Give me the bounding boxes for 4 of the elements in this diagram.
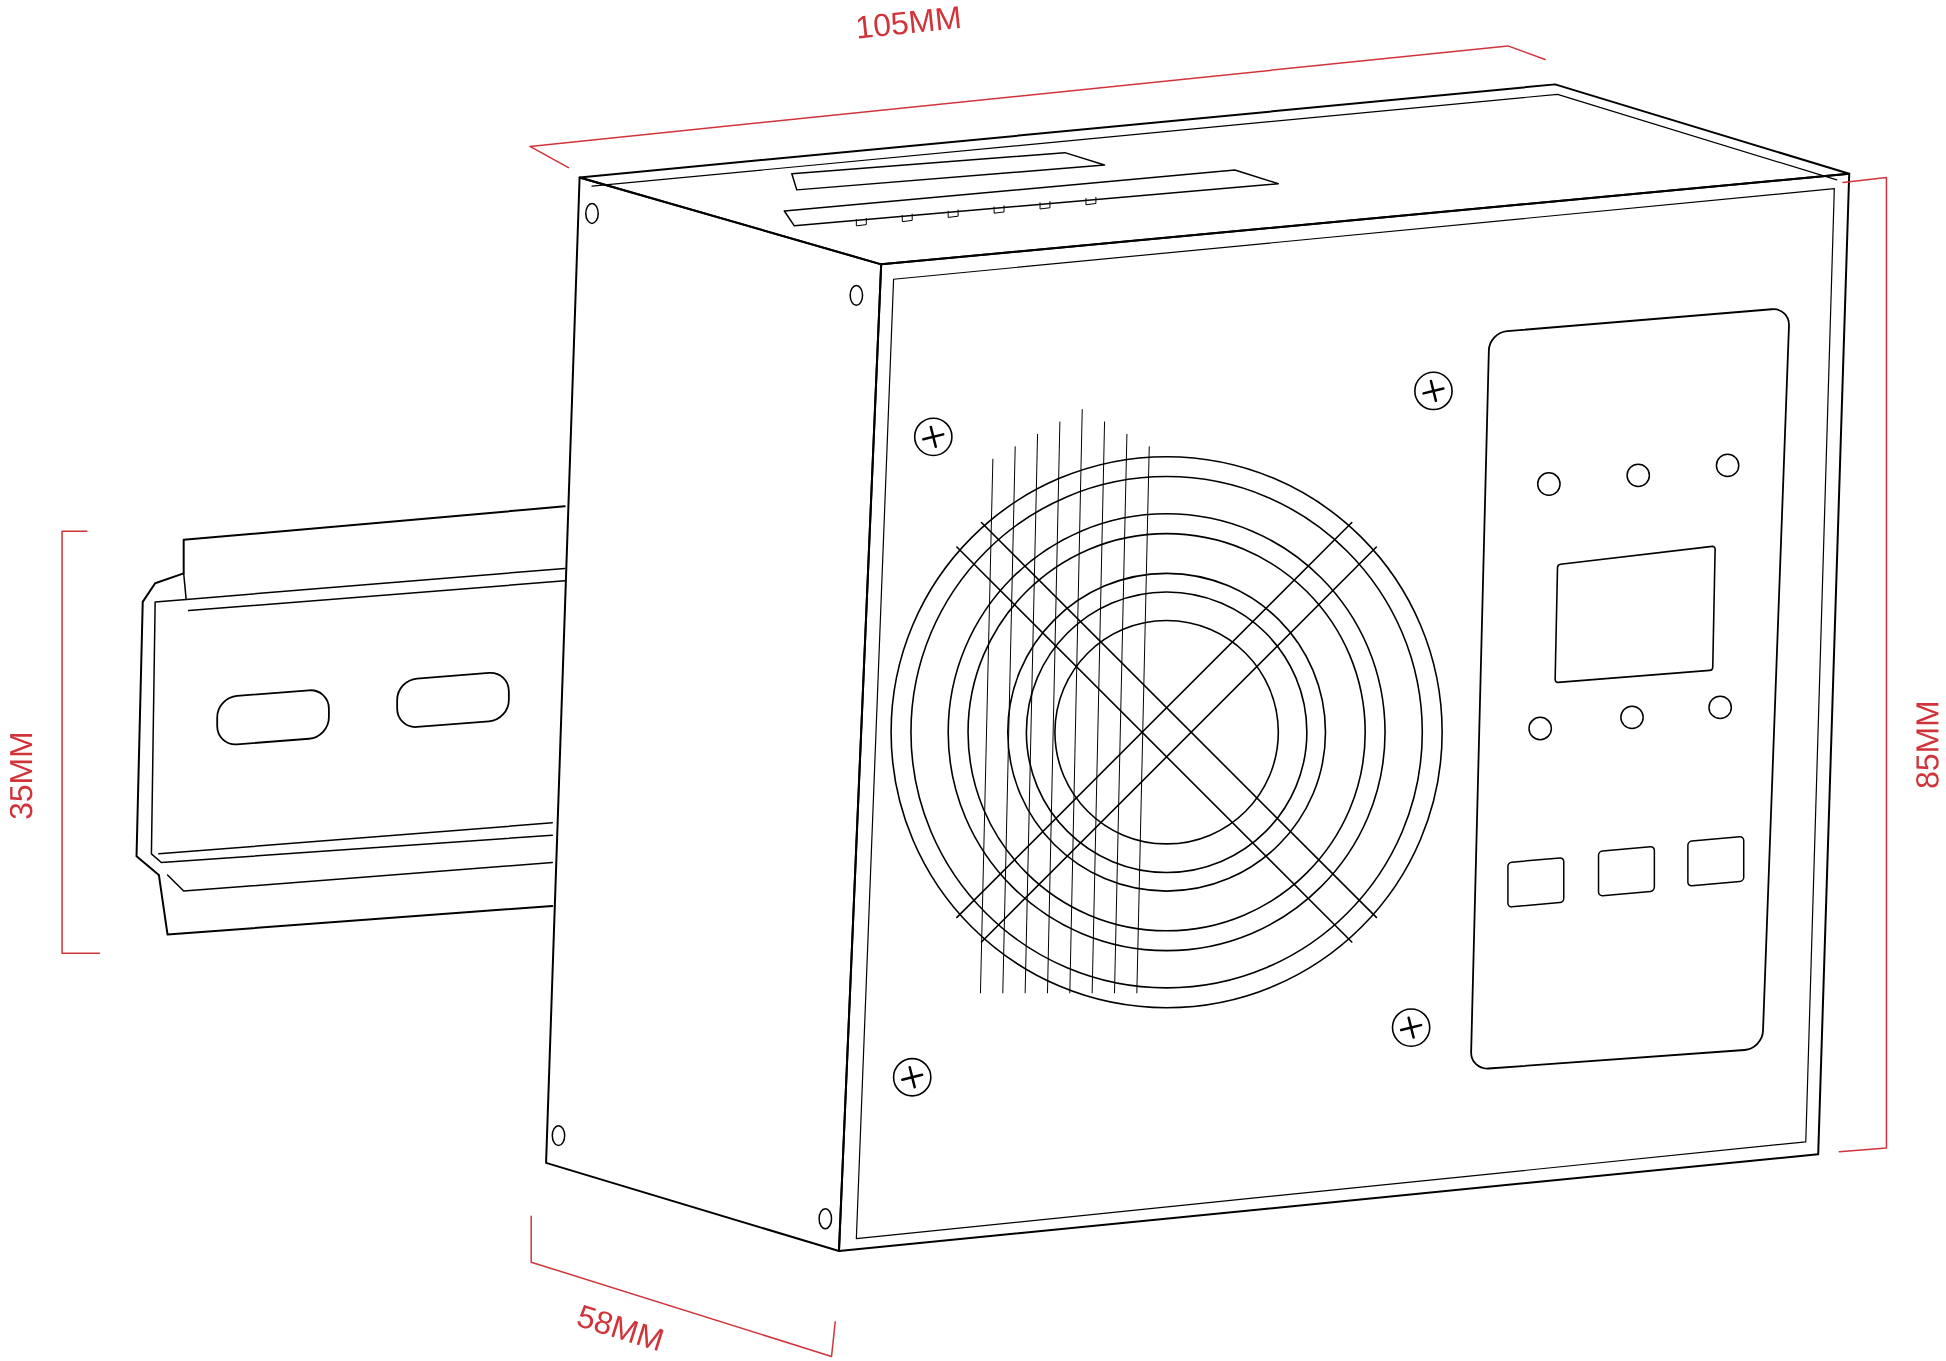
dimension-label: 58MM <box>577 1304 664 1351</box>
dimension-label: 105MM <box>857 6 960 39</box>
dimension-label: 85MM <box>1916 702 1939 788</box>
dimension-label: 35MM <box>9 733 33 819</box>
